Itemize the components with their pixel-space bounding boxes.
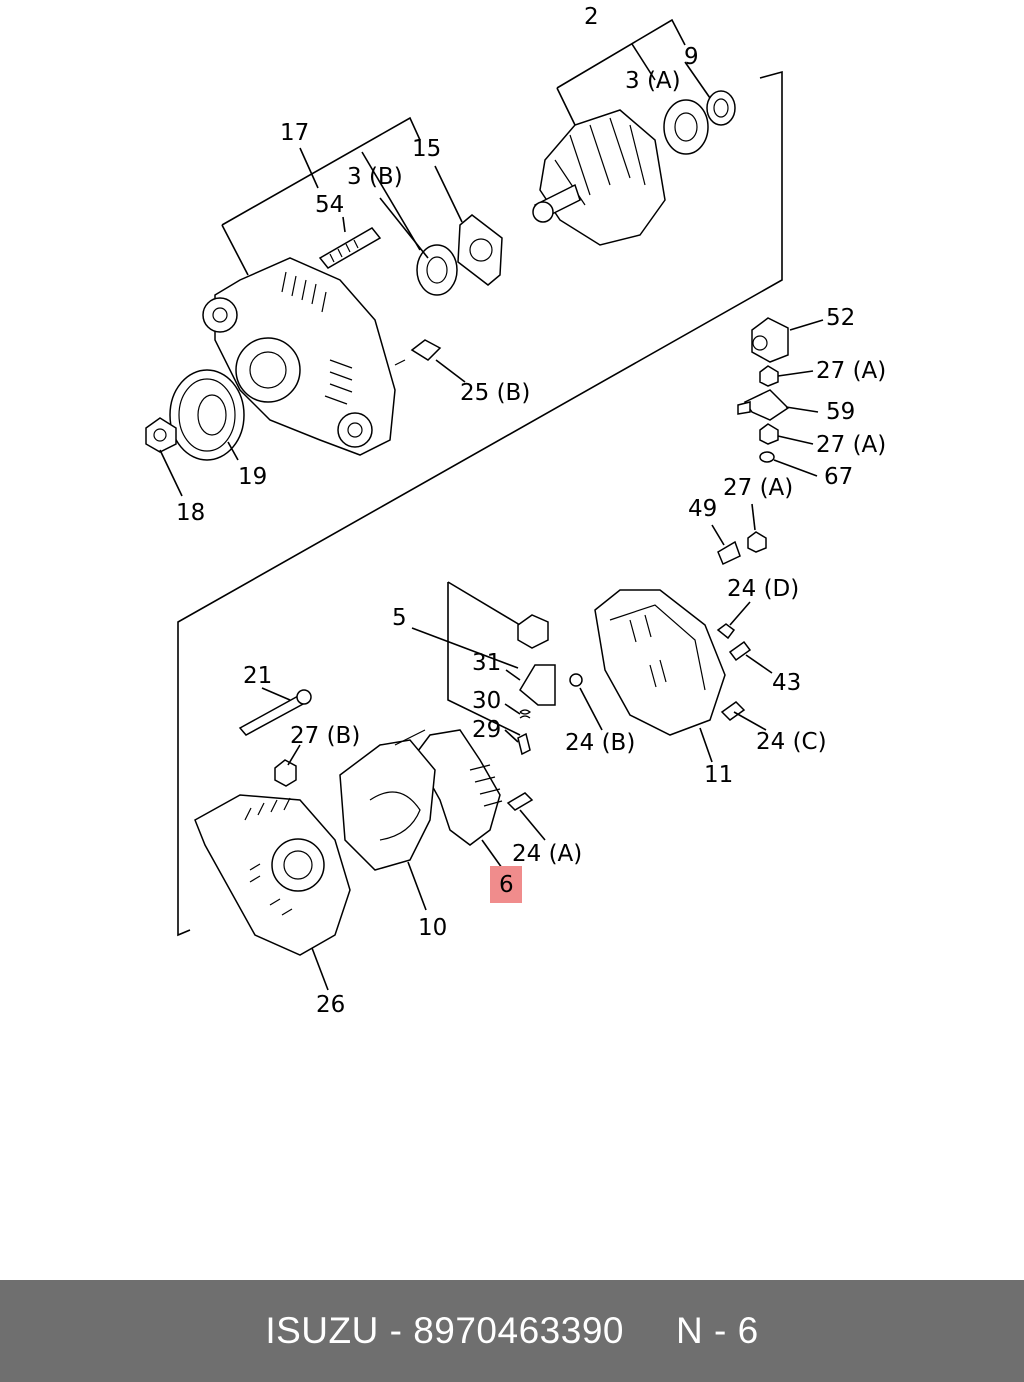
brand-part-number: ISUZU - 8970463390 [265, 1310, 624, 1351]
callout-17: 17 [280, 120, 309, 146]
callout-43: 43 [772, 670, 801, 696]
leader-lines [159, 61, 824, 991]
callout-10: 10 [418, 915, 447, 941]
callout-18: 18 [176, 500, 205, 526]
callout-59: 59 [826, 399, 855, 425]
rear-cover [594, 589, 726, 736]
frame-outline [177, 70, 783, 937]
insulator-25b [394, 339, 442, 366]
terminal-49 [717, 540, 741, 566]
callout-27a-1: 27 (A) [816, 358, 886, 384]
highlight-box [490, 866, 522, 903]
terminal-bolt [737, 389, 790, 421]
callout-27a-3: 27 (A) [723, 475, 793, 501]
callout-15: 15 [412, 136, 441, 162]
brush-holder-31 [519, 664, 556, 706]
callout-54: 54 [315, 192, 344, 218]
nut-27a-1 [759, 365, 779, 387]
group-brackets [221, 18, 686, 736]
callout-6: 6 [499, 872, 514, 898]
rectifier [339, 729, 436, 871]
regulator [414, 729, 503, 846]
stud-bolt [318, 227, 382, 269]
callout-29: 29 [472, 717, 501, 743]
bearing-a [663, 99, 709, 155]
brush-29 [517, 732, 531, 756]
washer-67 [759, 451, 775, 463]
terminal-cap [751, 317, 789, 363]
callout-26: 26 [316, 992, 345, 1018]
screw-24d [716, 623, 736, 640]
screw-24c [720, 701, 746, 721]
nut-27b [274, 759, 297, 787]
retainer-plate [457, 214, 503, 286]
rear-housing [194, 794, 351, 956]
nut-27a-2 [759, 423, 779, 445]
pulley [169, 369, 245, 461]
part-number-footer: ISUZU - 8970463390 N - 6 [0, 1280, 1024, 1382]
brush-holder-cover [517, 614, 549, 649]
callout-9: 9 [684, 44, 699, 70]
spring-30 [519, 709, 531, 719]
parts-diagram: 2 3 (A) 9 17 3 (B) 15 54 52 27 (A) 59 27… [145, 4, 886, 1018]
screw-24b [569, 673, 583, 687]
callout-24c: 24 (C) [756, 729, 827, 755]
diagram-position: N - 6 [675, 1310, 759, 1351]
callout-67: 67 [824, 464, 853, 490]
screw-43 [728, 640, 752, 662]
callout-24d: 24 (D) [727, 576, 799, 602]
pulley-nut [145, 417, 177, 453]
callout-2: 2 [584, 4, 599, 30]
callout-31: 31 [472, 650, 501, 676]
through-bolt [238, 689, 312, 736]
callout-27b: 27 (B) [290, 723, 360, 749]
callout-11: 11 [704, 762, 733, 788]
callout-27a-2: 27 (A) [816, 432, 886, 458]
callout-24b: 24 (B) [565, 730, 635, 756]
callout-49: 49 [688, 496, 717, 522]
nut-27a-3 [747, 531, 767, 553]
callout-21: 21 [243, 663, 272, 689]
callout-3a: 3 (A) [625, 68, 681, 94]
callout-24a: 24 (A) [512, 841, 582, 867]
screw-24a [506, 792, 534, 811]
callout-30: 30 [472, 688, 501, 714]
callout-labels: 2 3 (A) 9 17 3 (B) 15 54 52 27 (A) 59 27… [176, 4, 886, 1018]
callout-3b: 3 (B) [347, 164, 403, 190]
callout-19: 19 [238, 464, 267, 490]
callout-25b: 25 (B) [460, 380, 530, 406]
front-housing [202, 257, 396, 456]
callout-5: 5 [392, 605, 407, 631]
rotor [532, 109, 666, 246]
bearing-cover [706, 90, 736, 126]
callout-52: 52 [826, 305, 855, 331]
